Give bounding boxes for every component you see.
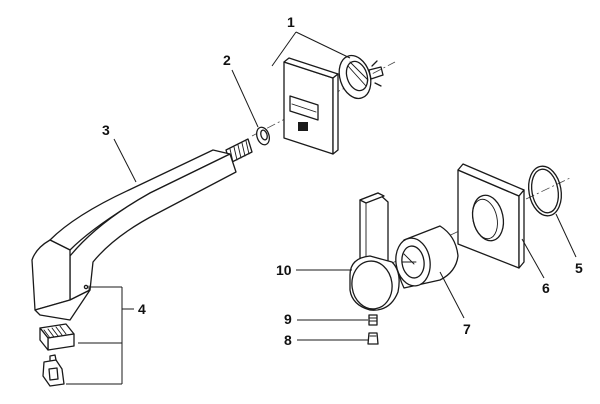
screw-cap <box>367 332 379 345</box>
handle-sleeve <box>395 225 459 289</box>
label-8-group: 8 <box>284 332 368 348</box>
part-label-6: 6 <box>542 280 550 296</box>
label-9-group: 9 <box>284 311 368 327</box>
label-5-group: 5 <box>555 213 583 276</box>
label-4-group: 4 <box>66 286 146 385</box>
mounting-ring <box>338 54 384 100</box>
cover-plate <box>283 57 339 155</box>
part-label-3: 3 <box>102 122 110 138</box>
aerator-key <box>42 354 65 387</box>
part-label-1: 1 <box>287 14 295 30</box>
lever-handle <box>349 192 400 311</box>
grub-screw <box>368 314 378 326</box>
label-3-group: 3 <box>102 122 137 183</box>
label-1-group: 1 <box>271 14 351 67</box>
part-label-5: 5 <box>575 260 583 276</box>
label-2-group: 2 <box>223 52 259 128</box>
label-6-group: 6 <box>521 238 550 296</box>
part-label-2: 2 <box>223 52 231 68</box>
aerator-insert <box>39 323 75 351</box>
spout <box>31 138 253 321</box>
nipple <box>256 126 270 146</box>
escutcheon-plate <box>457 163 525 269</box>
part-label-10: 10 <box>276 262 292 278</box>
part-label-8: 8 <box>284 332 292 348</box>
part-label-4: 4 <box>138 301 146 317</box>
part-label-9: 9 <box>284 311 292 327</box>
o-ring <box>528 165 562 217</box>
part-label-7: 7 <box>463 321 471 337</box>
label-10-group: 10 <box>276 262 352 278</box>
label-7-group: 7 <box>439 271 471 337</box>
